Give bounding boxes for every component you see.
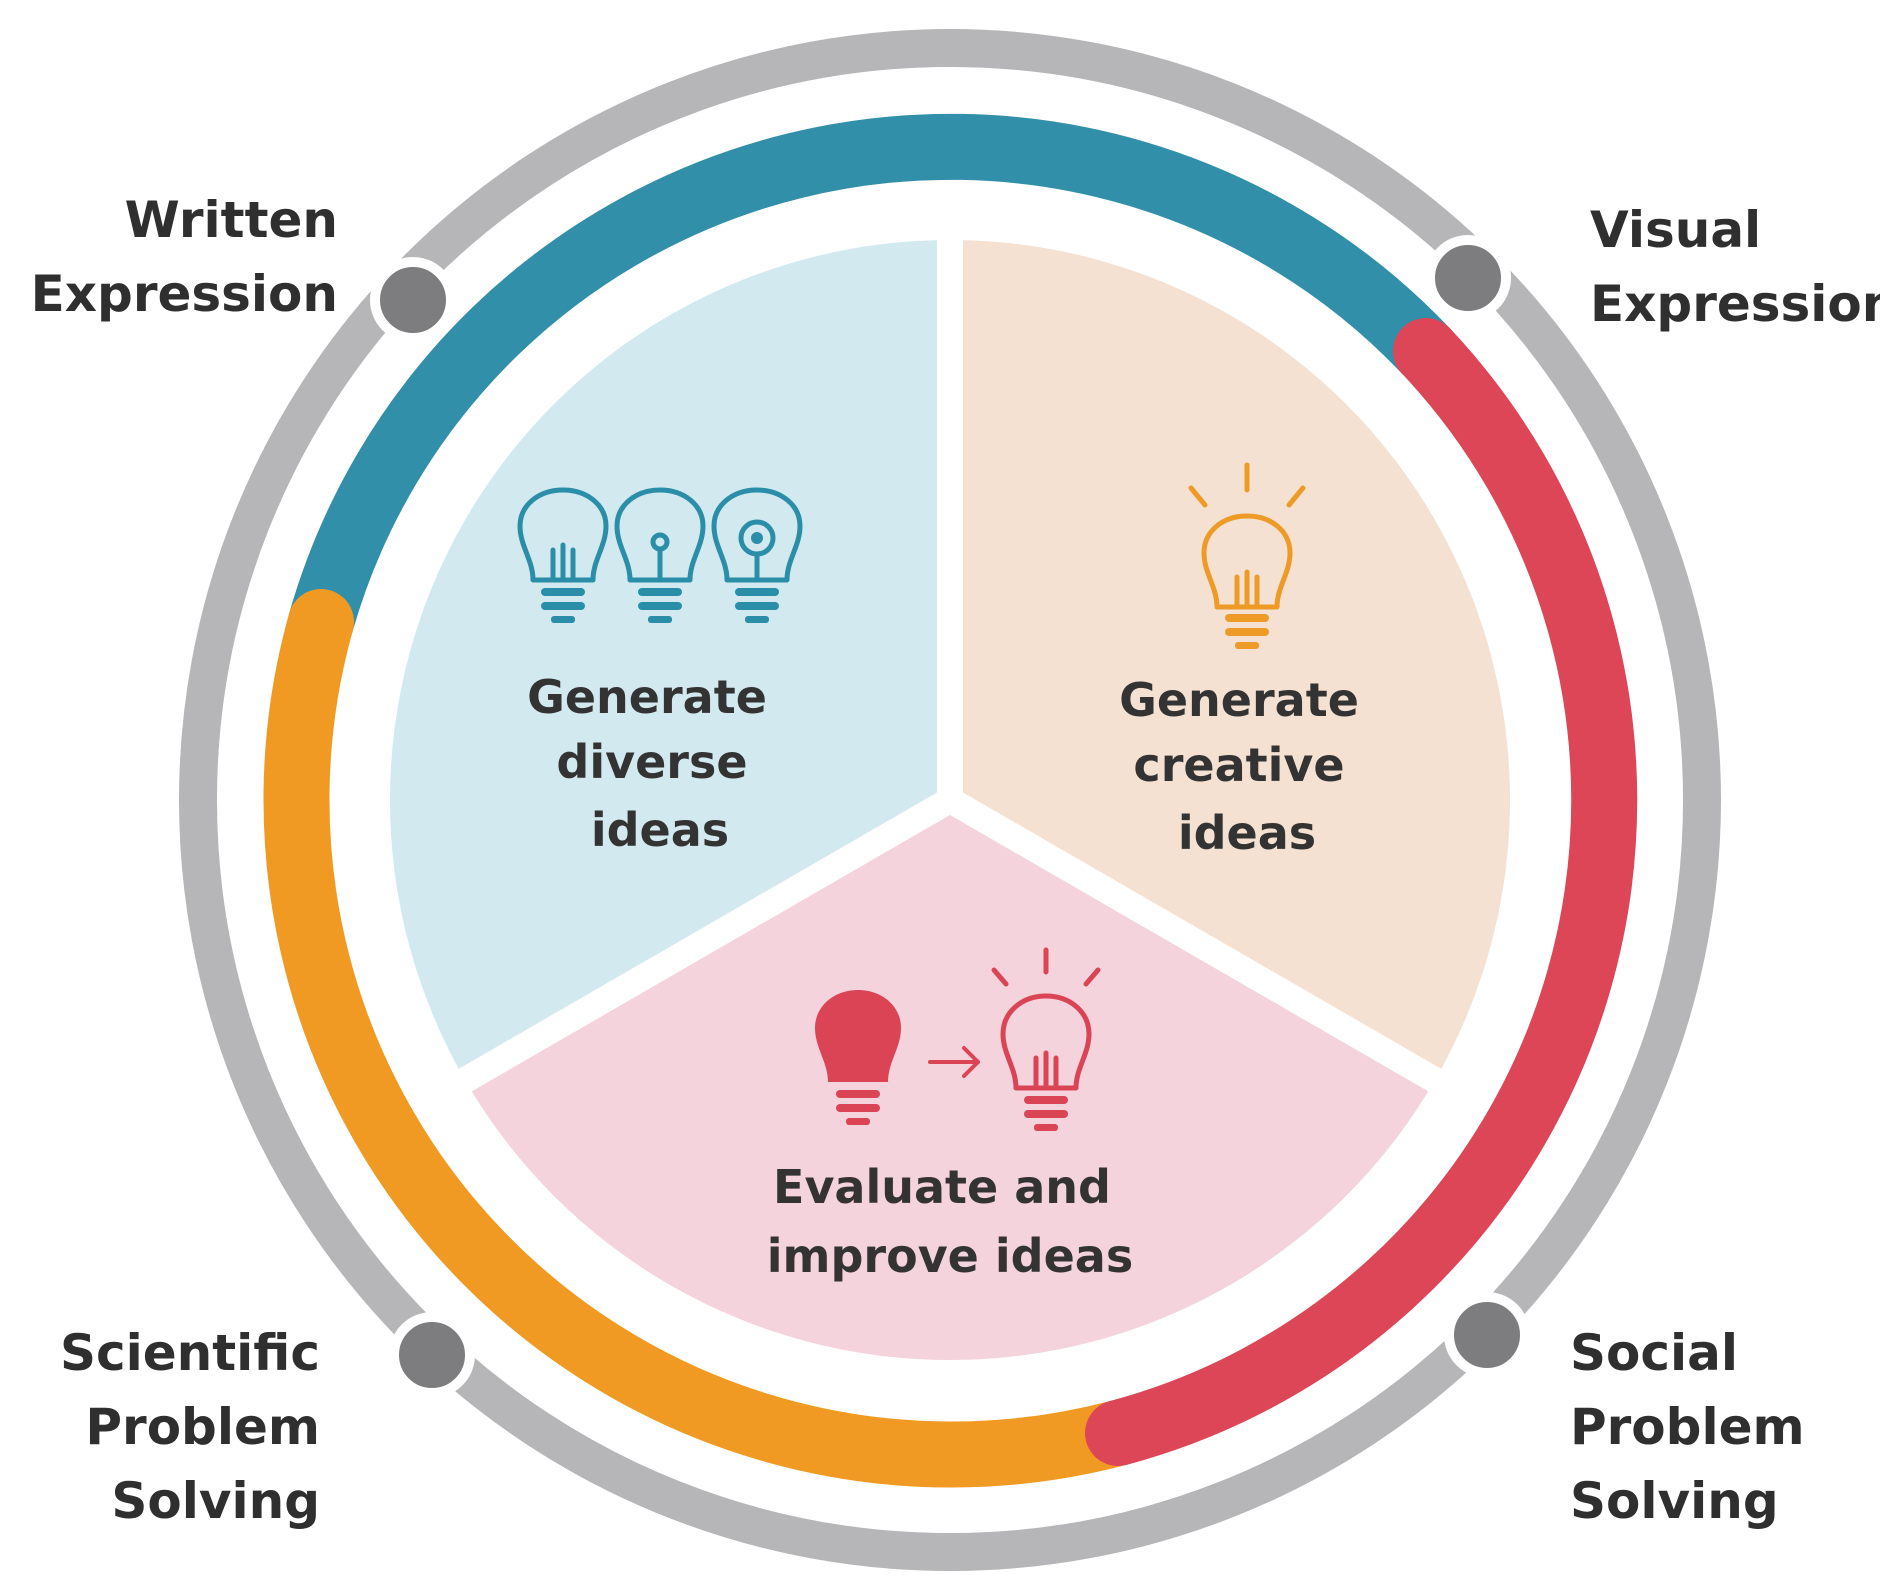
- label-scientific-problem-solving: Scientific Problem Solving: [20, 1316, 320, 1538]
- diverse-text-line: Generate: [527, 670, 767, 724]
- node-scientific-problem-solving: [389, 1312, 475, 1398]
- arrow-right-icon: [928, 1046, 980, 1078]
- ring-nodes: [370, 235, 1530, 1398]
- evaluate-text-line: improve ideas: [767, 1229, 1133, 1283]
- creative-text: Generate creative ideas: [1119, 673, 1375, 860]
- arc-blue: [288, 113, 1459, 655]
- creative-bulb-icon: [1188, 462, 1306, 649]
- label-line: Solving: [1570, 1472, 1779, 1530]
- evaluate-text: Evaluate and improve ideas: [767, 1160, 1133, 1283]
- segment-dividers: [448, 228, 1452, 1098]
- label-line: Scientific: [59, 1324, 320, 1382]
- creative-text-line: ideas: [1178, 806, 1316, 860]
- diverse-bulbs-icon: [517, 487, 803, 623]
- evaluate-text-line: Evaluate and: [773, 1160, 1111, 1214]
- node-social-problem-solving: [1444, 1292, 1530, 1378]
- label-written-expression: Written Expression: [20, 183, 338, 331]
- node-visual-expression: [1425, 235, 1511, 321]
- label-line: Expression: [30, 265, 338, 323]
- label-visual-expression: Visual Expression: [1590, 193, 1880, 341]
- label-line: Visual: [1590, 201, 1762, 259]
- label-line: Expression: [1590, 275, 1880, 333]
- label-line: Solving: [111, 1472, 320, 1530]
- node-written-expression: [370, 257, 456, 343]
- label-social-problem-solving: Social Problem Solving: [1570, 1316, 1860, 1538]
- label-line: Problem: [85, 1398, 320, 1456]
- creative-text-line: Generate: [1119, 673, 1359, 727]
- creative-text-line: creative: [1133, 738, 1344, 792]
- label-line: Social: [1570, 1324, 1739, 1382]
- label-line: Problem: [1570, 1398, 1805, 1456]
- diverse-text-line: diverse: [556, 735, 747, 789]
- outer-ring: [179, 29, 1721, 1571]
- arc-red: [1085, 318, 1638, 1466]
- label-line: Written: [124, 191, 338, 249]
- diverse-text: Generate diverse ideas: [527, 670, 783, 857]
- diverse-text-line: ideas: [591, 803, 729, 857]
- outlined-bulb-icon: [991, 947, 1101, 1131]
- filled-bulb-icon: [815, 990, 901, 1125]
- arc-orange: [263, 589, 1151, 1488]
